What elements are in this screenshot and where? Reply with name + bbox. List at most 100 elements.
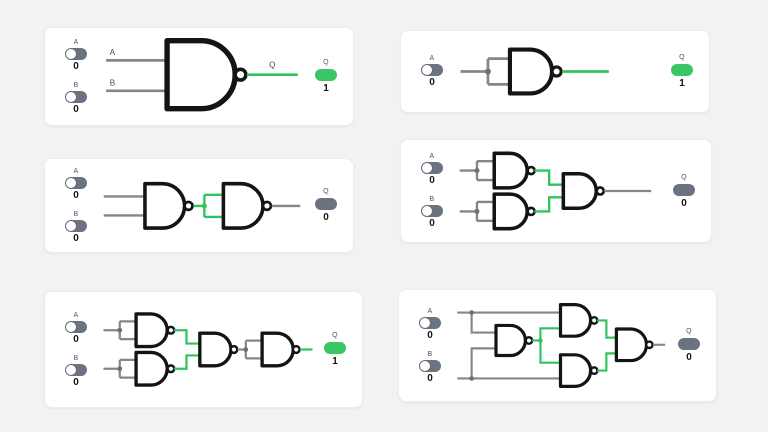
inputs-column: A 0 B 0: [59, 312, 93, 388]
output-label: Q: [686, 328, 692, 335]
output-value: 1: [332, 356, 338, 367]
nand-gate-bottom: [134, 350, 169, 387]
inverter-bubble: [524, 336, 534, 345]
nand-gate-middle: [198, 331, 233, 368]
wire-branch-a: [118, 320, 137, 341]
wire-internal-top: [534, 169, 564, 186]
input-value-a: 0: [429, 175, 435, 186]
toggle-switch-a[interactable]: [421, 64, 443, 76]
input-group-a: A 0: [415, 55, 449, 88]
nand-gate-bottom: [558, 353, 593, 388]
inverter-bubble: [526, 165, 537, 176]
output-label: Q: [323, 188, 329, 195]
toggle-switch-b[interactable]: [65, 363, 87, 376]
nand-gate-first: [494, 323, 527, 358]
input-value-b: 0: [429, 218, 435, 229]
nand-gate-top: [558, 303, 593, 338]
toggle-switch-a[interactable]: [419, 316, 441, 329]
output-value: 0: [681, 197, 687, 209]
output-value: 1: [679, 78, 685, 89]
toggle-switch-b[interactable]: [419, 359, 441, 372]
wire-split-down: [539, 340, 561, 364]
output-column: Q 0: [311, 188, 341, 223]
inputs-column: A 0 B 0: [59, 168, 93, 244]
circuit-card-and: A 0 B 0 Q 0: [44, 158, 354, 253]
input-group-b: B 0: [413, 351, 447, 384]
input-value-b: 0: [73, 232, 79, 244]
toggle-switch-b[interactable]: [421, 205, 443, 217]
toggle-knob: [66, 48, 76, 59]
input-label-b: B: [427, 350, 433, 358]
inverter-bubble: [526, 206, 537, 217]
wire-internal-top: [173, 329, 200, 345]
input-group-b: B 0: [59, 82, 93, 115]
input-group-b: B 0: [59, 211, 93, 244]
toggle-knob: [66, 220, 76, 231]
output-indicator: [673, 183, 695, 196]
wire-internal-bottom: [534, 196, 564, 213]
input-value-a: 0: [427, 329, 433, 341]
toggle-switch-a[interactable]: [65, 47, 87, 60]
input-group-b: B 0: [59, 355, 93, 388]
inputs-column: A 0: [415, 55, 449, 88]
output-indicator: [671, 64, 693, 76]
toggle-knob: [66, 364, 76, 375]
input-label-a: A: [73, 167, 79, 175]
output-label: Q: [332, 332, 338, 339]
wire-branch-b: [118, 358, 137, 379]
input-label-b: B: [73, 210, 79, 218]
input-label-b: B: [429, 196, 435, 203]
input-group-a: A 0: [413, 308, 447, 341]
input-label-b: B: [73, 81, 79, 89]
junction-dot: [201, 203, 207, 209]
toggle-switch-a[interactable]: [65, 320, 87, 333]
toggle-switch-b[interactable]: [65, 219, 87, 232]
inverter-bubble: [166, 364, 176, 374]
wire-stubs: [204, 193, 224, 219]
circuit-diagram-and: [103, 181, 301, 230]
nand-gate-bottom: [492, 192, 529, 231]
junction-dot: [485, 68, 491, 75]
toggle-switch-b[interactable]: [65, 90, 87, 103]
input-value-b: 0: [427, 372, 433, 384]
output-column: Q 0: [674, 328, 704, 363]
wire-split-up: [539, 327, 561, 341]
input-label-a: A: [427, 307, 433, 315]
circuit-card-not: A 0 Q 1: [400, 30, 710, 113]
input-label-a: A: [73, 38, 79, 46]
wire-label-b: B: [110, 78, 115, 87]
input-value-a: 0: [429, 77, 435, 88]
wire-branch-final: [244, 339, 263, 360]
output-indicator: [315, 198, 337, 210]
circuit-diagram-not: [460, 47, 609, 96]
junction-dot: [469, 376, 474, 381]
output-indicator: [678, 338, 700, 350]
wire-label-a: A: [110, 48, 116, 57]
wire-internal-top: [597, 319, 617, 339]
toggle-knob: [66, 177, 76, 188]
circuit-diagram-nor: [103, 312, 313, 387]
wire-branch-a: [475, 159, 495, 182]
inverter-bubble: [229, 344, 239, 355]
wire-branch-a: [470, 312, 496, 334]
inverter-bubble: [183, 200, 194, 212]
circuit-diagram-xor: [457, 303, 666, 388]
toggle-switch-a[interactable]: [65, 176, 87, 189]
junction-dot: [474, 208, 480, 214]
nand-gate-top: [134, 312, 169, 349]
nand-gate-2: [221, 181, 265, 230]
toggle-knob: [420, 317, 430, 328]
junction-dot: [474, 168, 480, 174]
toggle-knob: [422, 163, 432, 173]
toggle-knob: [422, 206, 432, 216]
circuit-card-or: A 0 B 0 Q 0: [400, 139, 712, 243]
output-value: 1: [323, 83, 329, 94]
junction-dot: [469, 310, 474, 315]
nand-gate-final: [614, 327, 649, 363]
toggle-switch-a[interactable]: [421, 162, 443, 174]
input-group-a: A 0: [59, 168, 93, 201]
inverter-bubble: [589, 366, 599, 376]
inverter-bubble: [644, 340, 654, 350]
wire-internal-bottom: [173, 354, 200, 370]
nand-gate-final: [561, 171, 599, 211]
